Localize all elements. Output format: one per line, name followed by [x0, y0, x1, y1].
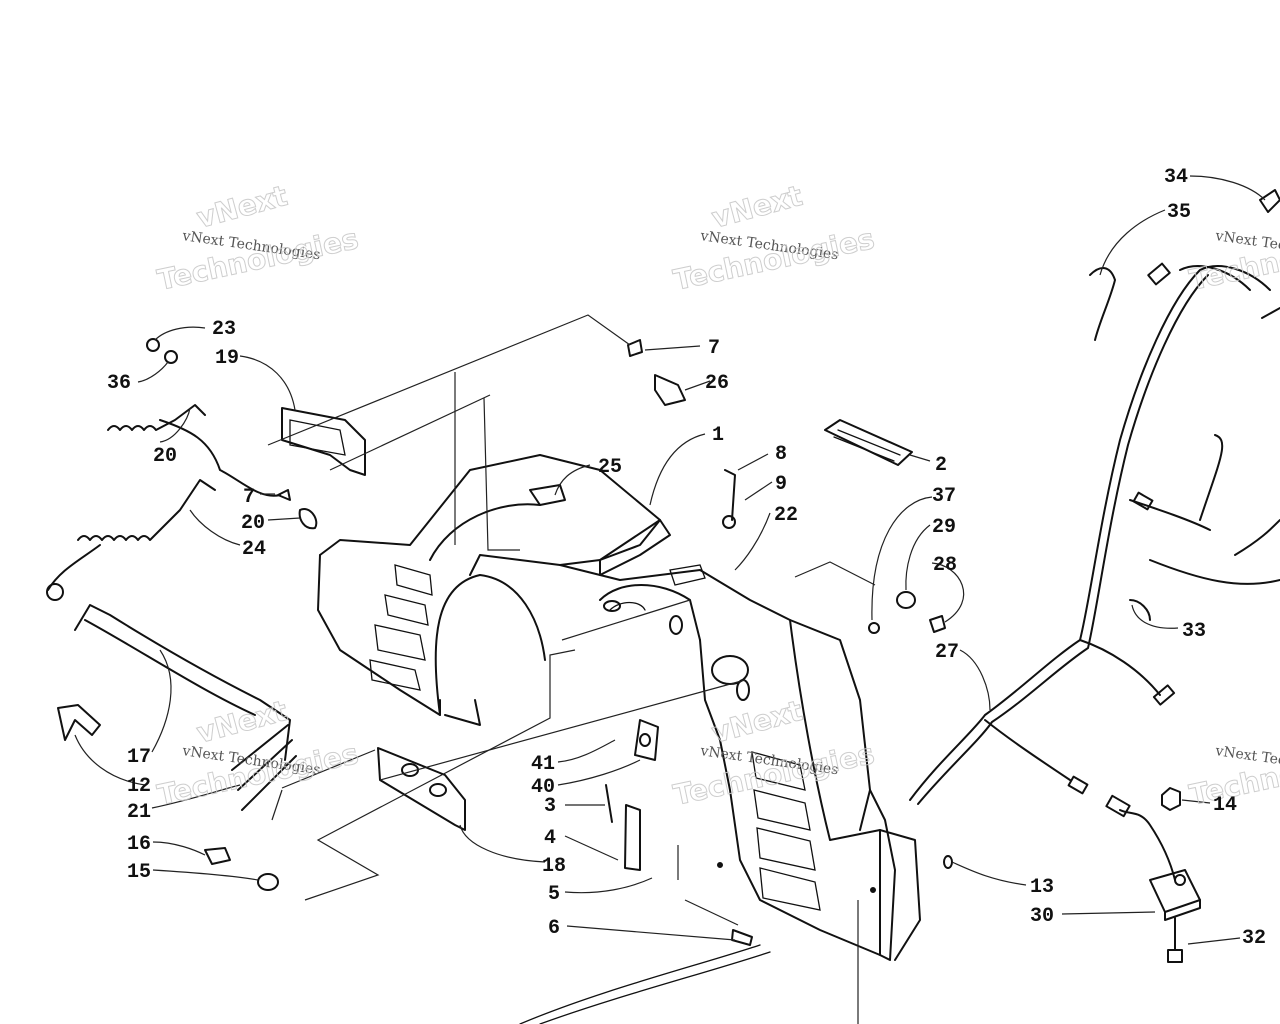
watermark-tag: vNext — [708, 694, 806, 750]
callout-14: 14 — [1213, 794, 1237, 817]
callout-40: 40 — [531, 776, 555, 799]
callout-33: 33 — [1182, 620, 1206, 643]
wiring-harness — [519, 189, 1280, 1024]
leader-lines — [74, 175, 1266, 1024]
callout-29: 29 — [932, 516, 956, 539]
callout-16: 16 — [127, 833, 151, 856]
watermark-tag: vNext — [193, 179, 291, 235]
console-housing — [317, 454, 921, 961]
callout-18: 18 — [542, 855, 566, 878]
callout-7: 7 — [708, 337, 720, 360]
callout-7: 7 — [243, 486, 255, 509]
callout-3: 3 — [544, 795, 556, 818]
callout-41: 41 — [531, 753, 555, 776]
callout-13: 13 — [1030, 876, 1054, 899]
light-bezel-upper — [281, 407, 366, 476]
watermark-tag: vNext — [193, 694, 291, 750]
callout-8: 8 — [775, 443, 787, 466]
callout-30: 30 — [1030, 905, 1054, 928]
callout-27: 27 — [935, 641, 959, 664]
callout-24: 24 — [242, 538, 266, 561]
small-hardware — [57, 338, 953, 946]
nut-14 — [1161, 787, 1181, 811]
spring-cables-left — [46, 404, 297, 811]
callout-4: 4 — [544, 827, 556, 850]
callout-21: 21 — [127, 801, 151, 824]
callout-2: 2 — [935, 454, 947, 477]
callout-28: 28 — [933, 554, 957, 577]
callout-20: 20 — [153, 445, 177, 468]
callout-26: 26 — [705, 372, 729, 395]
callout-34: 34 — [1164, 166, 1188, 189]
callout-15: 15 — [127, 861, 151, 884]
callout-22: 22 — [774, 504, 798, 527]
regulator — [1105, 794, 1201, 921]
decal-plate — [824, 419, 913, 466]
callout-32: 32 — [1242, 927, 1266, 950]
callout-25: 25 — [598, 456, 622, 479]
callout-12: 12 — [127, 775, 151, 798]
callouts: 34 35 23 19 36 7 26 1 20 8 2 25 9 7 37 2… — [107, 166, 1266, 950]
callout-17: 17 — [127, 746, 151, 769]
callout-6: 6 — [548, 917, 560, 940]
bolt-32 — [1167, 917, 1183, 963]
callout-35: 35 — [1167, 201, 1191, 224]
callout-9: 9 — [775, 473, 787, 496]
watermark-tag: vNext — [708, 179, 806, 235]
callout-1: 1 — [712, 424, 724, 447]
callout-20: 20 — [241, 512, 265, 535]
callout-19: 19 — [215, 347, 239, 370]
callout-5: 5 — [548, 883, 560, 906]
callout-36: 36 — [107, 372, 131, 395]
callout-23: 23 — [212, 318, 236, 341]
callout-37: 37 — [932, 485, 956, 508]
